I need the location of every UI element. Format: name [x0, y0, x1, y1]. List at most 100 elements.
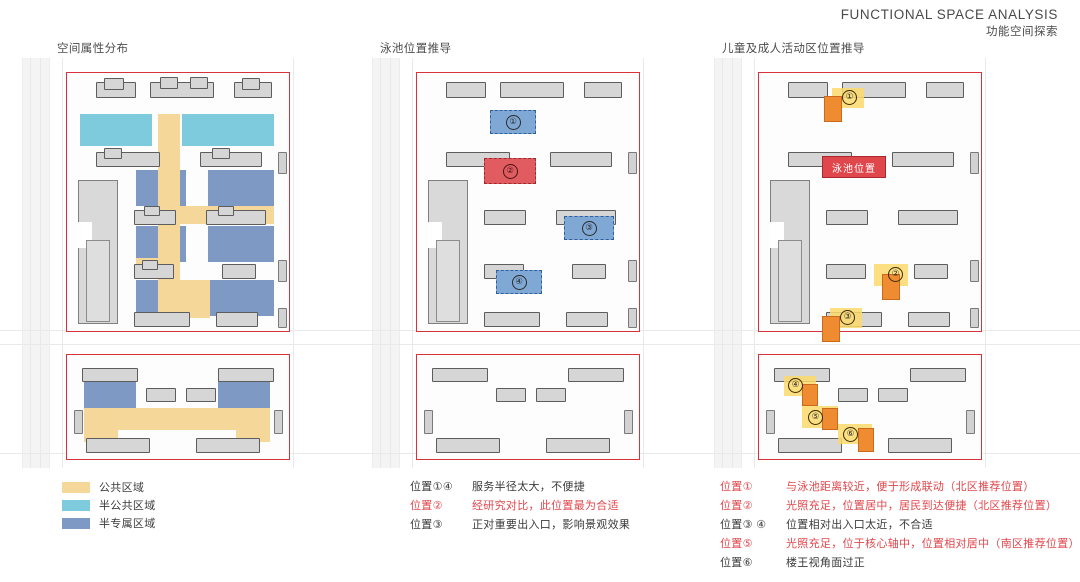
activity-marker-6[interactable]: ⑥	[838, 424, 882, 452]
building-east-2	[278, 260, 287, 282]
activity-note-5: 位置⑥ 楼王视角面过正	[720, 554, 1080, 573]
building-s4	[186, 388, 216, 402]
activity-notes-list: 位置① 与泳池距离较近，便于形成联动（北区推荐位置） 位置② 光照充足，位置居中…	[720, 478, 1080, 573]
pool-note-3: 位置③ 正对重要出入口，影响景观效果	[410, 516, 630, 535]
zone-semiprivate-6	[208, 280, 274, 316]
plot-east-line	[293, 58, 294, 468]
building-n6	[484, 210, 526, 225]
zone-south-public-bar	[84, 408, 270, 430]
pool-option-1[interactable]: ①	[490, 110, 536, 134]
building-east-1	[628, 152, 637, 174]
road-edge-line	[732, 58, 733, 468]
building-n6b	[144, 206, 160, 216]
activity-marker-3[interactable]: ③	[822, 308, 864, 342]
road-centerline	[722, 58, 723, 468]
pool-option-1-number: ①	[505, 114, 521, 130]
mid-street-line-2	[350, 344, 700, 345]
building-s4	[878, 388, 908, 402]
building-n9	[914, 264, 948, 279]
pool-option-2-number: ②	[502, 163, 518, 179]
zone-semiprivate-2	[208, 170, 274, 206]
building-n5	[550, 152, 612, 167]
legend-label-public: 公共区域	[99, 482, 145, 494]
building-east-1	[278, 152, 287, 174]
activity-note-1-text: 与泳池距离较近，便于形成联动（北区推荐位置）	[786, 481, 1035, 493]
building-n1b	[104, 78, 124, 90]
pool-option-3[interactable]: ③	[564, 216, 614, 240]
building-east-2	[628, 260, 637, 282]
legend-swatch-public	[62, 481, 90, 493]
building-east-2	[970, 260, 979, 282]
building-slab-west-inner	[436, 240, 460, 322]
building-n3	[926, 82, 964, 98]
building-n7	[898, 210, 958, 225]
road-edge-line	[40, 58, 41, 468]
building-n9	[572, 264, 606, 279]
west-road	[372, 58, 400, 468]
building-s2	[218, 368, 274, 382]
legend-label-semiprivate: 半专属区域	[99, 518, 156, 530]
pool-note-1-text: 服务半径太大，不便捷	[472, 481, 585, 493]
north-site-boundary	[66, 72, 290, 332]
building-n3b	[242, 78, 260, 90]
building-s5	[86, 438, 150, 453]
activity-note-2-key: 位置②	[720, 500, 753, 512]
activity-marker-4-number: ④	[788, 378, 803, 393]
building-east-3	[628, 308, 637, 328]
activity-note-5-key: 位置⑥	[720, 557, 753, 569]
building-s5	[436, 438, 500, 453]
building-n11	[216, 312, 258, 327]
building-s2	[910, 368, 966, 382]
pool-note-1: 位置①④ 服务半径太大，不便捷	[410, 478, 630, 497]
activity-note-4: 位置⑤ 光照充足，位于核心轴中，位置相对居中（南区推荐位置）	[720, 535, 1080, 554]
pool-note-2-key: 位置②	[410, 500, 443, 512]
building-slab-west-inner	[86, 240, 110, 322]
pool-notes-list: 位置①④ 服务半径太大，不便捷 位置② 经研究对比，此位置最为合适 位置③ 正对…	[410, 478, 630, 535]
pool-location-label: 泳池位置	[822, 156, 886, 178]
building-south-west-edge	[424, 410, 433, 434]
building-n2	[500, 82, 564, 98]
header-title-cn: 功能空间探索	[986, 26, 1058, 38]
activity-note-4-text: 光照充足，位于核心轴中，位置相对居中（南区推荐位置）	[786, 538, 1080, 550]
plot-west-line	[412, 58, 413, 468]
panel-pool-location: 泳池位置推导	[350, 0, 700, 582]
zone-semiprivate-4	[208, 226, 274, 262]
building-east-3	[970, 308, 979, 328]
building-n7b	[218, 206, 234, 216]
building-east-1	[970, 152, 979, 174]
marker-3-block	[822, 316, 840, 342]
activity-marker-1-number: ①	[842, 90, 857, 105]
legend-item-semiprivate: 半专属区域	[62, 514, 156, 532]
pool-note-3-text: 正对重要出入口，影响景观效果	[472, 519, 631, 531]
building-s6	[888, 438, 952, 453]
panel-activity-location: 儿童及成人活动区位置推导	[700, 0, 1080, 582]
legend-item-public: 公共区域	[62, 478, 156, 496]
building-south-east-edge	[624, 410, 633, 434]
legend-label-semipublic: 半公共区域	[99, 500, 156, 512]
pool-option-4[interactable]: ④	[496, 270, 542, 294]
building-n4b	[104, 148, 122, 159]
zone-public-branch-south	[180, 280, 210, 318]
activity-marker-2[interactable]: ②	[868, 264, 910, 300]
activity-marker-1[interactable]: ①	[824, 88, 864, 122]
pool-option-2[interactable]: ②	[484, 158, 536, 184]
building-n5b	[212, 148, 230, 159]
activity-marker-4[interactable]: ④	[784, 376, 826, 406]
panel2-title: 泳池位置推导	[380, 43, 452, 55]
building-s1	[432, 368, 488, 382]
marker-1-block	[824, 96, 842, 122]
activity-marker-6-number: ⑥	[843, 427, 858, 442]
zone-south-semiprivate-w	[84, 380, 136, 408]
zone-semipublic-ne	[182, 114, 274, 146]
north-site-boundary	[416, 72, 640, 332]
activity-marker-5[interactable]: ⑤	[802, 406, 846, 432]
activity-note-3: 位置③ ④ 位置相对出入口太近，不合适	[720, 516, 1080, 535]
activity-note-2: 位置② 光照充足，位置居中，居民到达便捷（北区推荐位置）	[720, 497, 1080, 516]
legend-item-semipublic: 半公共区域	[62, 496, 156, 514]
activity-note-1: 位置① 与泳池距离较近，便于形成联动（北区推荐位置）	[720, 478, 1080, 497]
building-n5	[200, 152, 262, 167]
legend-swatch-semipublic	[62, 499, 90, 511]
building-s3	[496, 388, 526, 402]
zone-south-public-w	[84, 408, 118, 442]
